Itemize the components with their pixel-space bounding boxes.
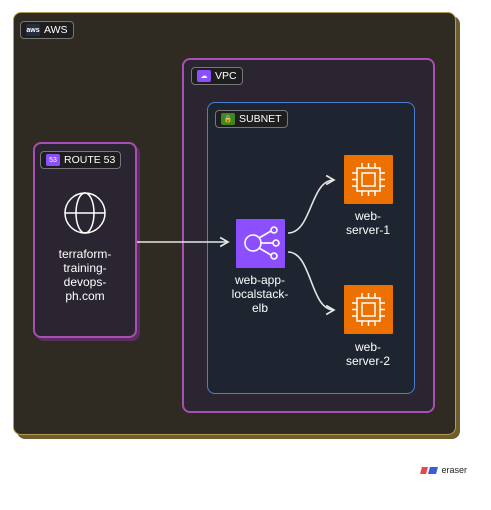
route53-group-tag: 53 ROUTE 53 [40, 151, 122, 169]
edge-elb-to-server2 [287, 251, 336, 316]
elb-node-label: web-app- localstack- elb [231, 273, 289, 315]
subnet-group-tag: 🔒 SUBNET [215, 110, 288, 128]
edge-elb-to-server1 [287, 174, 336, 234]
vpc-group-tag: ☁ VPC [191, 67, 243, 85]
vpc-icon: ☁ [197, 70, 211, 82]
aws-logo-icon: aws [26, 24, 40, 36]
load-balancer-icon [236, 219, 285, 268]
aws-group-tag: aws AWS [20, 21, 74, 39]
route53-group: 53 ROUTE 53 [33, 142, 137, 338]
route53-group-label: ROUTE 53 [64, 154, 116, 166]
ec2-chip-icon [344, 155, 393, 204]
ec2-chip-icon [344, 285, 393, 334]
vpc-group-label: VPC [215, 70, 237, 82]
subnet-group-label: SUBNET [239, 113, 282, 125]
eraser-brand-label: eraser [441, 465, 467, 475]
server1-node-label: web- server-1 [345, 209, 390, 237]
eraser-brand: eraser [420, 465, 467, 475]
globe-icon [64, 192, 106, 234]
aws-group-label: AWS [44, 24, 68, 36]
route53-icon: 53 [46, 154, 60, 166]
domain-node-label: terraform- training- devops- ph.com [58, 247, 112, 303]
server2-node-label: web- server-2 [345, 340, 390, 368]
lock-icon: 🔒 [221, 113, 235, 125]
eraser-logo-icon [420, 466, 439, 474]
